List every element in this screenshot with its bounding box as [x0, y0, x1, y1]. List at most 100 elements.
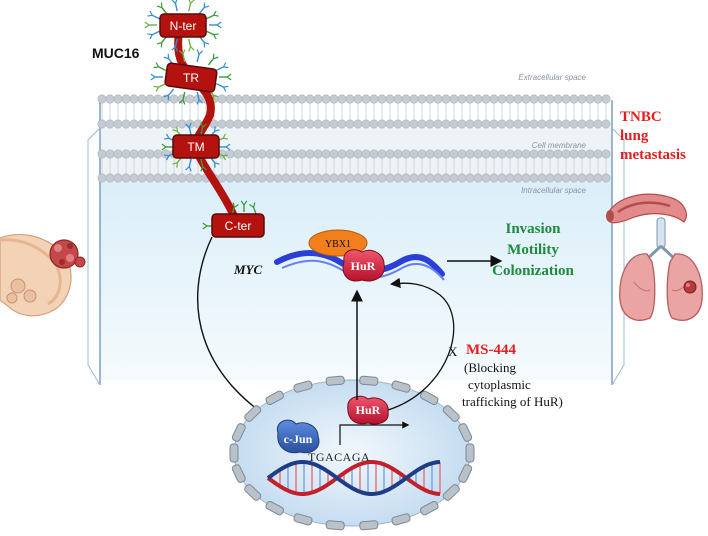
glycan-branch	[196, 49, 200, 55]
lipid-head	[585, 94, 595, 104]
lipid-head	[161, 119, 171, 129]
glycan-branch	[156, 41, 162, 45]
lipid-head	[153, 94, 163, 104]
glycan-branch	[190, 46, 195, 51]
glycan-branch	[213, 56, 219, 60]
lipid-head	[233, 149, 243, 159]
glycan-branch	[222, 133, 227, 139]
lipid-head	[113, 173, 123, 183]
lipid-head	[481, 94, 491, 104]
glycan-branch	[155, 86, 160, 92]
lipid-head	[457, 173, 467, 183]
cter-label: C-ter	[225, 219, 252, 233]
lipid-head	[441, 119, 451, 129]
glycan-branch	[198, 99, 204, 104]
lipid-head	[449, 173, 459, 183]
lipid-head	[377, 119, 387, 129]
lipid-head	[129, 149, 139, 159]
lipid-head	[457, 94, 467, 104]
glycan-branch	[172, 129, 178, 132]
metastasis-line-3: metastasis	[620, 147, 686, 163]
lipid-head	[577, 149, 587, 159]
lipid-head	[241, 149, 251, 159]
lipid-head	[585, 119, 595, 129]
glycan-branch	[165, 133, 170, 139]
lipid-head	[113, 119, 123, 129]
glycan-branch	[174, 3, 178, 12]
glycan-branch	[158, 66, 167, 71]
lipid-head	[425, 149, 435, 159]
lipid-head	[473, 149, 483, 159]
glycan-branch	[155, 62, 160, 68]
glycan-branch	[178, 99, 184, 104]
ybx1-label: YBX1	[325, 239, 351, 250]
glycan-branch	[222, 137, 229, 140]
glycan-branch	[223, 85, 229, 88]
glycan-branch	[185, 123, 190, 128]
tr-label: TR	[183, 71, 199, 85]
glycan-branch	[206, 14, 214, 20]
lipid-head	[401, 119, 411, 129]
lipid-head	[305, 94, 315, 104]
lipid-bilayer	[97, 94, 611, 183]
lipid-head	[161, 173, 171, 183]
glycan-branch	[231, 207, 236, 215]
lipid-head	[521, 149, 531, 159]
nuclear-pore	[293, 380, 313, 393]
glycan-branch	[214, 129, 220, 132]
glycan-branch	[147, 14, 153, 17]
lipid-head	[601, 149, 611, 159]
lipid-head	[177, 94, 187, 104]
lipid-head	[513, 119, 523, 129]
muc16-domain-tm: TM	[172, 134, 220, 159]
lipid-head	[601, 173, 611, 183]
lipid-head	[97, 94, 107, 104]
glycan-branch	[188, 3, 192, 12]
glycan-branch	[174, 46, 178, 52]
lipid-head	[289, 173, 299, 183]
muc16-label: MUC16	[92, 45, 140, 61]
lipid-head	[337, 149, 347, 159]
glycan-branch	[188, 158, 192, 167]
lipid-head	[225, 173, 235, 183]
glycan-branch	[178, 50, 184, 55]
lipid-head	[569, 149, 579, 159]
nuclear-pore	[391, 513, 411, 526]
lipid-head	[105, 94, 115, 104]
lipid-head	[137, 119, 147, 129]
lipid-head	[561, 173, 571, 183]
lipid-head	[113, 94, 123, 104]
lipid-head	[505, 119, 515, 129]
lipid-head	[465, 94, 475, 104]
lipid-head	[545, 119, 555, 129]
lipid-head	[561, 119, 571, 129]
lipid-head	[305, 119, 315, 129]
lipid-head	[473, 94, 483, 104]
glycan-branch	[226, 76, 232, 81]
lipid-head	[297, 94, 307, 104]
lipid-head	[97, 173, 107, 183]
glycan-branch	[161, 146, 167, 151]
lipid-head	[305, 173, 315, 183]
glycan-branch	[252, 207, 257, 215]
nuclear-pore	[442, 405, 460, 422]
lipid-head	[257, 119, 267, 129]
glycan-branch	[207, 58, 214, 66]
lipid-head	[465, 173, 475, 183]
lipid-head	[369, 173, 379, 183]
dna-helix	[266, 460, 441, 496]
lipid-head	[441, 94, 451, 104]
lipid-head	[513, 149, 523, 159]
glycan-branch	[163, 56, 169, 60]
lipid-head	[129, 94, 139, 104]
lipid-head	[521, 94, 531, 104]
lipid-head	[529, 173, 539, 183]
lipid-head	[409, 173, 419, 183]
glycan-branch	[222, 62, 227, 68]
lipid-head	[497, 149, 507, 159]
lipid-head	[545, 173, 555, 183]
glycan-branch	[202, 123, 207, 128]
lipid-head	[257, 149, 267, 159]
lipid-head	[353, 119, 363, 129]
